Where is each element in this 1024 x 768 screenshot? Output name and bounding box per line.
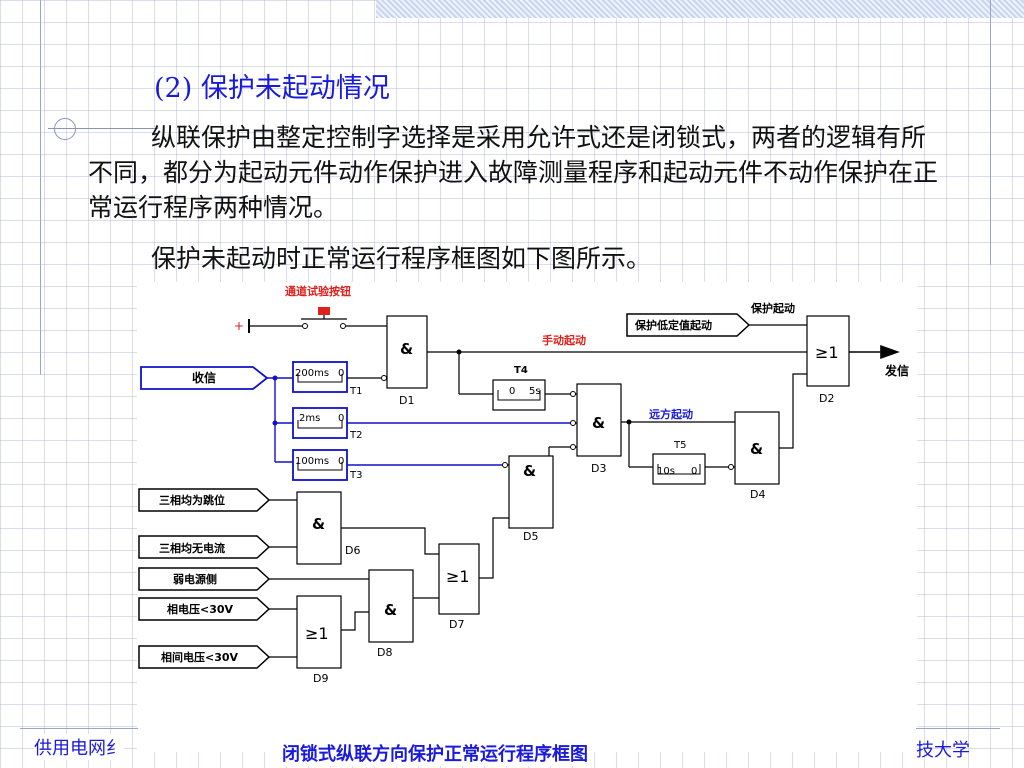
input-weak-source-label: 弱电源侧 [173, 572, 217, 586]
left-decor-rule [40, 0, 41, 375]
gate-d6: & D6 [296, 491, 360, 565]
input-line-voltage-label: 相间电压<30V [161, 650, 239, 664]
gate-d7-op: ≥1 [446, 567, 470, 586]
gate-d3: & D3 [576, 383, 622, 475]
input-phase-voltage: 相电压<30V [138, 597, 271, 621]
gate-d1: & D1 [386, 315, 428, 407]
gate-d9: ≥1 D9 [296, 595, 342, 685]
timer-t5-name: T5 [673, 440, 686, 451]
receive-wires [267, 377, 293, 463]
gate-d8: & D8 [368, 569, 414, 659]
input-low-setting-label: 保护低定值起动 [634, 318, 712, 332]
input-three-phase-nocurrent-label: 三相均无电流 [159, 541, 225, 555]
gate-d4-name: D4 [750, 488, 765, 501]
test-button-label: 通道试验按钮 [285, 284, 351, 298]
gate-d9-op: ≥1 [305, 624, 329, 643]
gate-d1-op: & [400, 340, 413, 358]
diagram-caption: 闭锁式纵联方向保护正常运行程序框图 [278, 740, 592, 766]
test-button[interactable] [248, 307, 387, 333]
protect-start-label: 保护起动 [750, 301, 795, 315]
paragraph-1: 纵联保护由整定控制字选择是采用允许式还是闭锁式，两者的逻辑有所不同，都分为起动元… [88, 123, 939, 222]
remote-start-label: 远方起动 [649, 407, 693, 421]
timer-t1-left: 200ms [295, 368, 329, 379]
gate-d8-name: D8 [377, 646, 392, 659]
input-phase-voltage-label: 相电压<30V [167, 602, 234, 616]
footer-rule-right [916, 728, 1000, 729]
gate-d5-op: & [523, 462, 536, 480]
logic-diagram: 通道试验按钮 + & D1 收信 200ms 0 T1 [137, 282, 917, 752]
timer-t2-name: T2 [349, 430, 362, 441]
gate-d7-name: D7 [449, 618, 464, 631]
gate-d2-name: D2 [819, 392, 834, 405]
input-line-voltage: 相间电压<30V [138, 645, 271, 669]
input-low-setting-start: 保护低定值起动 [626, 313, 751, 337]
decor-circle [54, 118, 76, 140]
input-receive-label: 收信 [192, 370, 216, 385]
gate-d2: ≥1 D2 [806, 315, 850, 405]
footer-right-text: 技大学 [916, 740, 970, 761]
timer-t1-right: 0 [338, 368, 344, 379]
send-label: 发信 [884, 363, 909, 378]
timer-t3-name: T3 [349, 470, 362, 481]
timer-t1: 200ms 0 T1 [292, 361, 362, 397]
slide-heading: (2) 保护未起动情况 [154, 73, 390, 104]
timer-t5: 10s 0 T5 [652, 440, 706, 485]
gate-d7: ≥1 D7 [438, 543, 480, 631]
gate-d9-name: D9 [313, 672, 328, 685]
timer-t3-right: 0 [338, 456, 344, 467]
timer-t1-name: T1 [349, 386, 362, 397]
footer-left-text: 供用电网纟 [34, 734, 124, 760]
input-receive: 收信 [140, 366, 269, 390]
timer-t4-left: 0 [509, 386, 515, 397]
timer-t5-right: 0 [691, 466, 697, 477]
timer-t3: 100ms 0 T3 [292, 449, 362, 481]
timer-t2: 2ms 0 T2 [292, 407, 362, 441]
right-decor-rule [990, 0, 991, 265]
gate-d3-name: D3 [591, 462, 606, 475]
gate-d4: & D4 [734, 411, 780, 501]
plus-sign: + [234, 319, 244, 333]
timer-t4-name: T4 [514, 365, 528, 376]
gate-d6-name: D6 [345, 544, 360, 557]
gate-d5-name: D5 [523, 530, 538, 543]
timer-t5-left: 10s [657, 466, 675, 477]
decor-line [48, 128, 158, 129]
gate-d4-op: & [750, 440, 763, 458]
input-three-phase-trip: 三相均为跳位 [138, 488, 271, 512]
paragraph-2: 保护未起动时正常运行程序框图如下图所示。 [151, 244, 652, 273]
input-three-phase-nocurrent: 三相均无电流 [138, 535, 271, 559]
input-weak-source: 弱电源侧 [138, 567, 271, 591]
timer-t4-right: 5s [529, 386, 541, 397]
top-decor-band [376, 0, 1024, 18]
gate-d2-op: ≥1 [815, 343, 839, 362]
timer-t2-right: 0 [338, 413, 344, 424]
input-three-phase-trip-label: 三相均为跳位 [159, 493, 225, 507]
footer-rule-left [20, 728, 138, 729]
gate-d8-op: & [384, 601, 397, 619]
manual-start-label: 手动起动 [542, 333, 586, 347]
timer-t3-left: 100ms [295, 456, 329, 467]
timer-t4: 0 5s T4 [492, 365, 546, 411]
gate-d3-op: & [592, 414, 605, 432]
gate-d6-op: & [312, 515, 325, 533]
gate-d1-name: D1 [399, 394, 414, 407]
timer-t2-left: 2ms [299, 413, 320, 424]
gate-d5: & D5 [508, 455, 554, 543]
